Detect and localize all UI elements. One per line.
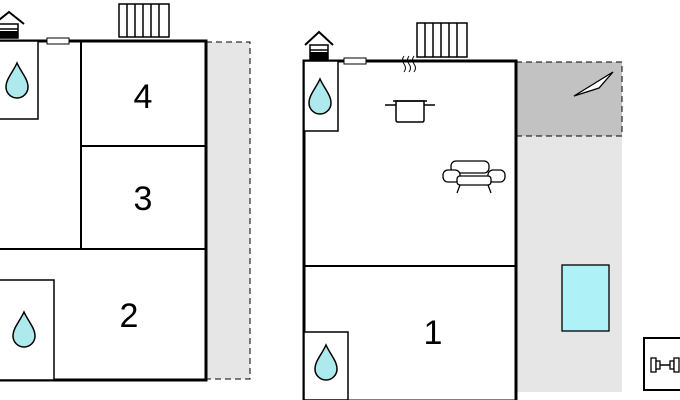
right-covered-area	[516, 62, 622, 136]
right-bathroom-upper	[303, 60, 339, 132]
right-outdoor-border	[516, 61, 623, 137]
room-label-4: 4	[133, 78, 153, 116]
swimming-pool-icon	[561, 264, 610, 332]
water-drop-icon	[314, 343, 338, 381]
water-drop-icon	[308, 77, 332, 115]
radiator-icon	[416, 22, 468, 58]
house-icon	[0, 10, 25, 39]
sofa-icon	[442, 160, 506, 194]
radiator-icon	[118, 3, 170, 38]
room-label-3: 3	[133, 180, 153, 218]
house-icon	[304, 30, 334, 60]
room-label-1: 1	[423, 314, 443, 352]
left-window	[46, 37, 70, 45]
left-outdoor-strip	[205, 41, 251, 380]
fitness-dumbbell-icon	[643, 337, 680, 391]
terrace-icon	[573, 71, 614, 97]
room-label-2: 2	[119, 297, 139, 335]
water-drop-icon	[12, 310, 36, 348]
water-drop-icon	[5, 61, 29, 99]
cooking-pot-icon	[385, 55, 435, 123]
right-window	[343, 57, 367, 65]
